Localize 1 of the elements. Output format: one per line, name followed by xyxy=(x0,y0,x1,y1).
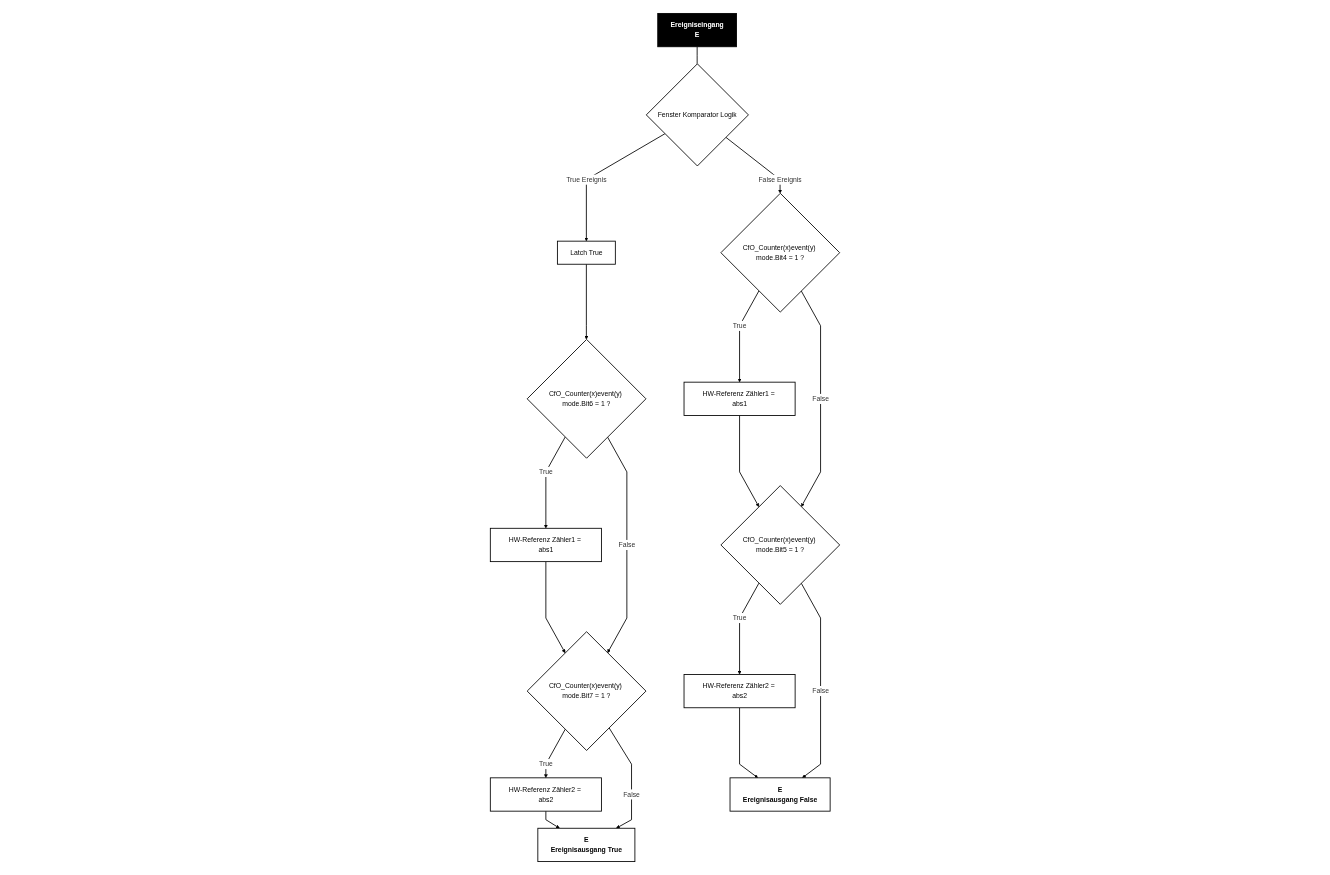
connector xyxy=(696,46,698,65)
